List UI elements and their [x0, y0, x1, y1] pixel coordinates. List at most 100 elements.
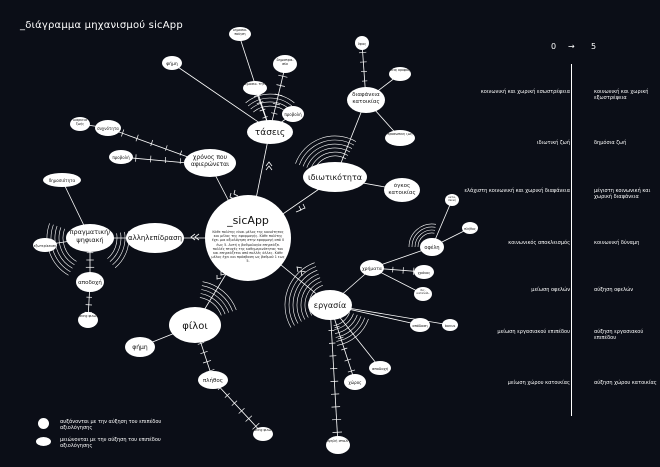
chevron-up-icon — [265, 161, 273, 171]
center-text-box: Κάθε πολίτης είναι μέλος της κοινότητας … — [211, 230, 285, 264]
legend-ellipse-icon — [36, 437, 51, 446]
small-box-thea: θέα/ όροφος — [390, 69, 410, 72]
label-filoi: φίλοι — [182, 320, 208, 332]
taseis-dimoprasia-tick — [271, 112, 278, 115]
idiotiktita-arc — [306, 147, 351, 168]
taseis-arc — [250, 101, 290, 110]
level-arcs — [46, 93, 437, 346]
ofeli-arc — [417, 232, 435, 248]
ergasia-arc — [288, 266, 317, 326]
small-node-rating — [78, 312, 98, 328]
chevron-marks — [190, 161, 307, 280]
label-xronos: χρόνος που αφιερώνεται — [190, 154, 230, 168]
small-nodes: φήμη δημοσιό- τητα δημοσιο- ποίηση δημοπ… — [33, 27, 478, 454]
ergasia-xoros-tick — [344, 358, 352, 362]
small-label-bonus: bonus — [445, 324, 456, 328]
center-description: Κάθε πολίτης είναι μέλος της κοινότητας … — [211, 230, 285, 264]
small-label-prosopiki: προσωπική ζωή — [387, 133, 413, 136]
label-plithos: πλήθος — [203, 377, 223, 384]
node-ergasia — [308, 290, 352, 320]
small-node-dimosiotita2 — [43, 173, 81, 187]
idiotiktita-arc — [295, 135, 357, 164]
small-label-thea: θέα/ όροφος — [390, 69, 410, 72]
ergasia-ypsili-tick — [330, 380, 339, 382]
small-label-dis: δις. κατανάλ. — [416, 289, 430, 296]
filoi-arc — [200, 293, 226, 315]
taseis-arc — [245, 93, 295, 104]
pragmatiki-arc — [54, 225, 73, 269]
small-node-kataskevi — [445, 194, 459, 206]
xrimata-xronos-tick — [412, 267, 415, 275]
small-label-provoli2: προβολή — [112, 155, 130, 160]
chevron-downright-icon — [296, 266, 307, 277]
node-ofeli — [420, 238, 444, 256]
ergasia-lower-arc — [337, 318, 369, 346]
small-node-xronos — [414, 265, 434, 279]
small-node-dimosiotita — [243, 81, 267, 95]
small-box-dimosiopoiisi: δημοσιο- ποίηση — [233, 29, 247, 36]
small-box-dis: δις. κατανάλ. — [416, 289, 430, 296]
small-label-ypsili: υψηλή στολή — [326, 439, 350, 443]
xronos-provoli-tick — [150, 155, 152, 163]
pragmatiki-arc — [62, 228, 77, 262]
xronos-syxnotita-tick — [165, 145, 168, 151]
ergasia-lower-arc — [336, 317, 366, 342]
ofeli-arc — [408, 223, 437, 248]
node-idiotiktita — [303, 162, 367, 192]
legend-text-0: αυξάνονται με την αύξηση του επιπέδου αξ… — [60, 419, 162, 431]
filoi-arc — [199, 297, 222, 316]
small-label-dimosiotita2: δημοσιότητα — [49, 178, 76, 183]
label-box-ogkos: όγκος κατοικίας — [388, 183, 415, 196]
idiotiktita-arc — [299, 139, 355, 166]
small-node-fimi — [162, 56, 182, 70]
scale-max-label: 5 — [591, 42, 597, 51]
label-taseis: τάσεις — [255, 128, 285, 138]
legend-text-1: μειώνονται με την αύξηση του επιπέδου αξ… — [60, 437, 161, 449]
ofeli-arc — [414, 229, 436, 248]
small-node-exoterikeia — [33, 238, 57, 252]
small-node-bonus — [442, 319, 458, 331]
taseis-dimoprasia-tick — [274, 93, 283, 97]
edge-ergasia-ypsili — [329, 304, 339, 446]
small-node-syxnotita — [95, 120, 121, 136]
node-ogkos — [384, 178, 420, 202]
small-label-xoros: χώρος — [349, 380, 362, 385]
legend-circle-icon — [38, 418, 49, 429]
small-node-apodoxi2 — [369, 361, 391, 375]
small-label-diarkeia: διάρκεια ζωής — [73, 119, 87, 126]
chevron-downleft-icon — [216, 271, 226, 280]
label-apodoxi: αποδοχή — [78, 279, 102, 286]
row-left-3: κοινωνικός αποκλεισμός — [508, 240, 570, 246]
small-node-apodosi — [410, 318, 430, 332]
row-left-0: κοινωνική και χωρική εσωστρέφεια — [480, 89, 570, 95]
pragmatiki-arc — [50, 224, 71, 273]
taseis-dimosiotita-tick — [262, 116, 268, 119]
node-plithos — [198, 371, 228, 389]
xronos-syxnotita-tick — [135, 134, 139, 142]
row-left-4: μείωση οφελών — [531, 287, 570, 293]
plithos-rating-tick — [224, 392, 230, 398]
label-pragmatiki: πραγματική/ ψηφιακή — [69, 229, 111, 244]
chevron-upright-icon — [295, 203, 306, 213]
ergasia-ypsili-tick — [331, 418, 342, 421]
ofeli-arc — [411, 226, 436, 248]
taseis-arc — [247, 97, 293, 107]
node-diafaneia — [347, 87, 385, 113]
small-label-provoli: προβολή — [284, 112, 302, 117]
node-pragmatiki — [66, 224, 114, 252]
small-label-dimoprasia: δημοπρα- σία — [276, 58, 294, 67]
small-label-apodosi: απόδοση — [412, 324, 427, 328]
label-fimi: φήμη — [132, 344, 148, 351]
ergasia-lower-arc — [334, 314, 358, 334]
small-node-dimosiopoiisi — [229, 27, 251, 41]
label-box-pragmatiki: πραγματική/ ψηφιακή — [69, 229, 111, 244]
ergasia-lower-arc — [333, 312, 350, 326]
label-allilepidrasi: αλληλεπίδραση — [128, 234, 182, 242]
filoi-plithos-tick — [197, 341, 205, 345]
label-box-xronos: χρόνος που αφιερώνεται — [190, 154, 230, 168]
row-left-2: ελάχιστη κοινωνική και χωρική διαφάνεια — [464, 188, 570, 194]
plithos-rating-tick — [238, 407, 245, 414]
row-right-4: αύξηση οφελών — [594, 287, 634, 293]
ergasia-ypsili-tick — [332, 431, 343, 433]
